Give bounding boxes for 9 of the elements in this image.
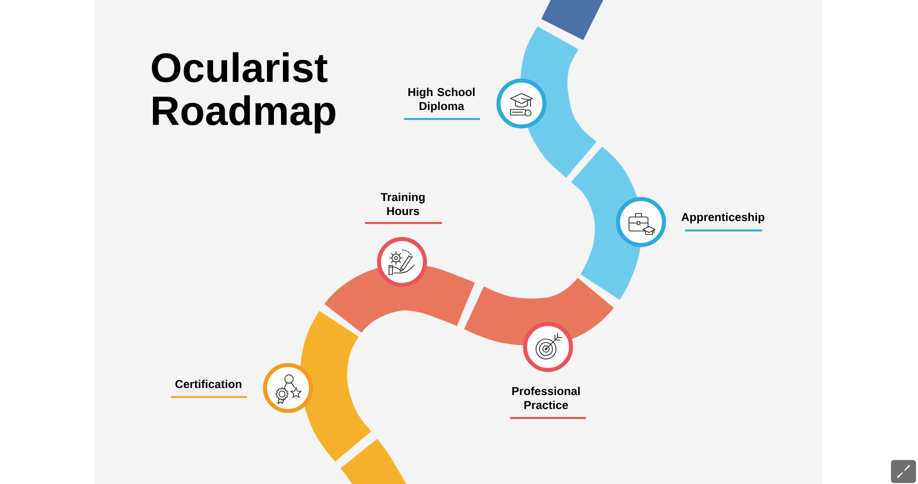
milestone-label: Apprenticeship xyxy=(681,212,764,224)
road-segment xyxy=(300,310,372,462)
title: Ocularist Roadmap xyxy=(152,52,336,134)
road-segment xyxy=(340,438,406,484)
milestone-label: Certification xyxy=(175,380,242,388)
road-segment xyxy=(541,0,604,40)
milestone-label: Professional Practice xyxy=(512,386,580,410)
milestone-label: High School Diploma xyxy=(408,88,475,112)
milestone-label: Training Hours xyxy=(380,192,425,216)
